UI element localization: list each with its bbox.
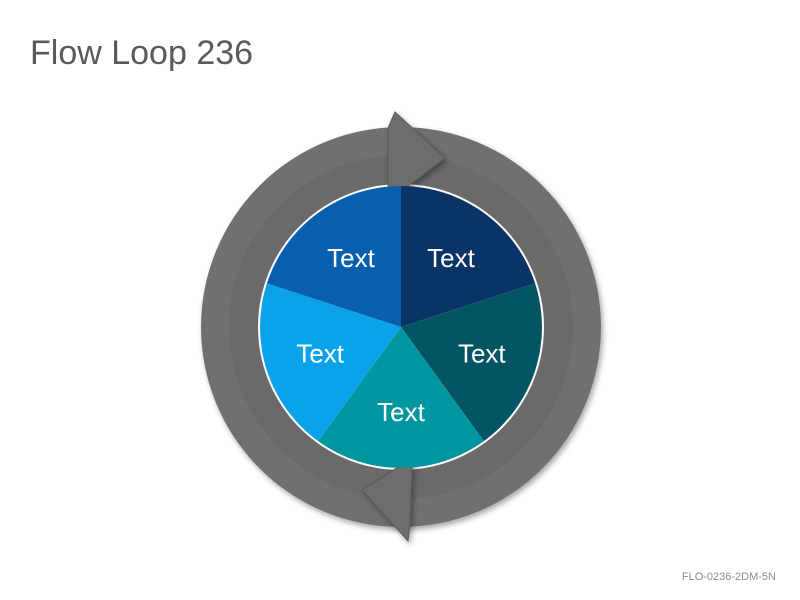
- segment-label-3: Text: [377, 397, 425, 427]
- pie-segment-5: [266, 186, 401, 327]
- pie-segment-1: [401, 186, 536, 327]
- segment-label-1: Text: [427, 243, 475, 273]
- segment-label-2: Text: [458, 338, 506, 368]
- segment-label-5: Text: [327, 243, 375, 273]
- segment-label-4: Text: [296, 338, 344, 368]
- footer-code: FLO-0236-2DM-5N: [681, 571, 776, 583]
- pie-segment-2: [401, 283, 543, 442]
- slide-title: Flow Loop 236: [30, 34, 254, 72]
- pie-segment-3: [318, 327, 484, 469]
- pie-segment-4: [259, 283, 401, 442]
